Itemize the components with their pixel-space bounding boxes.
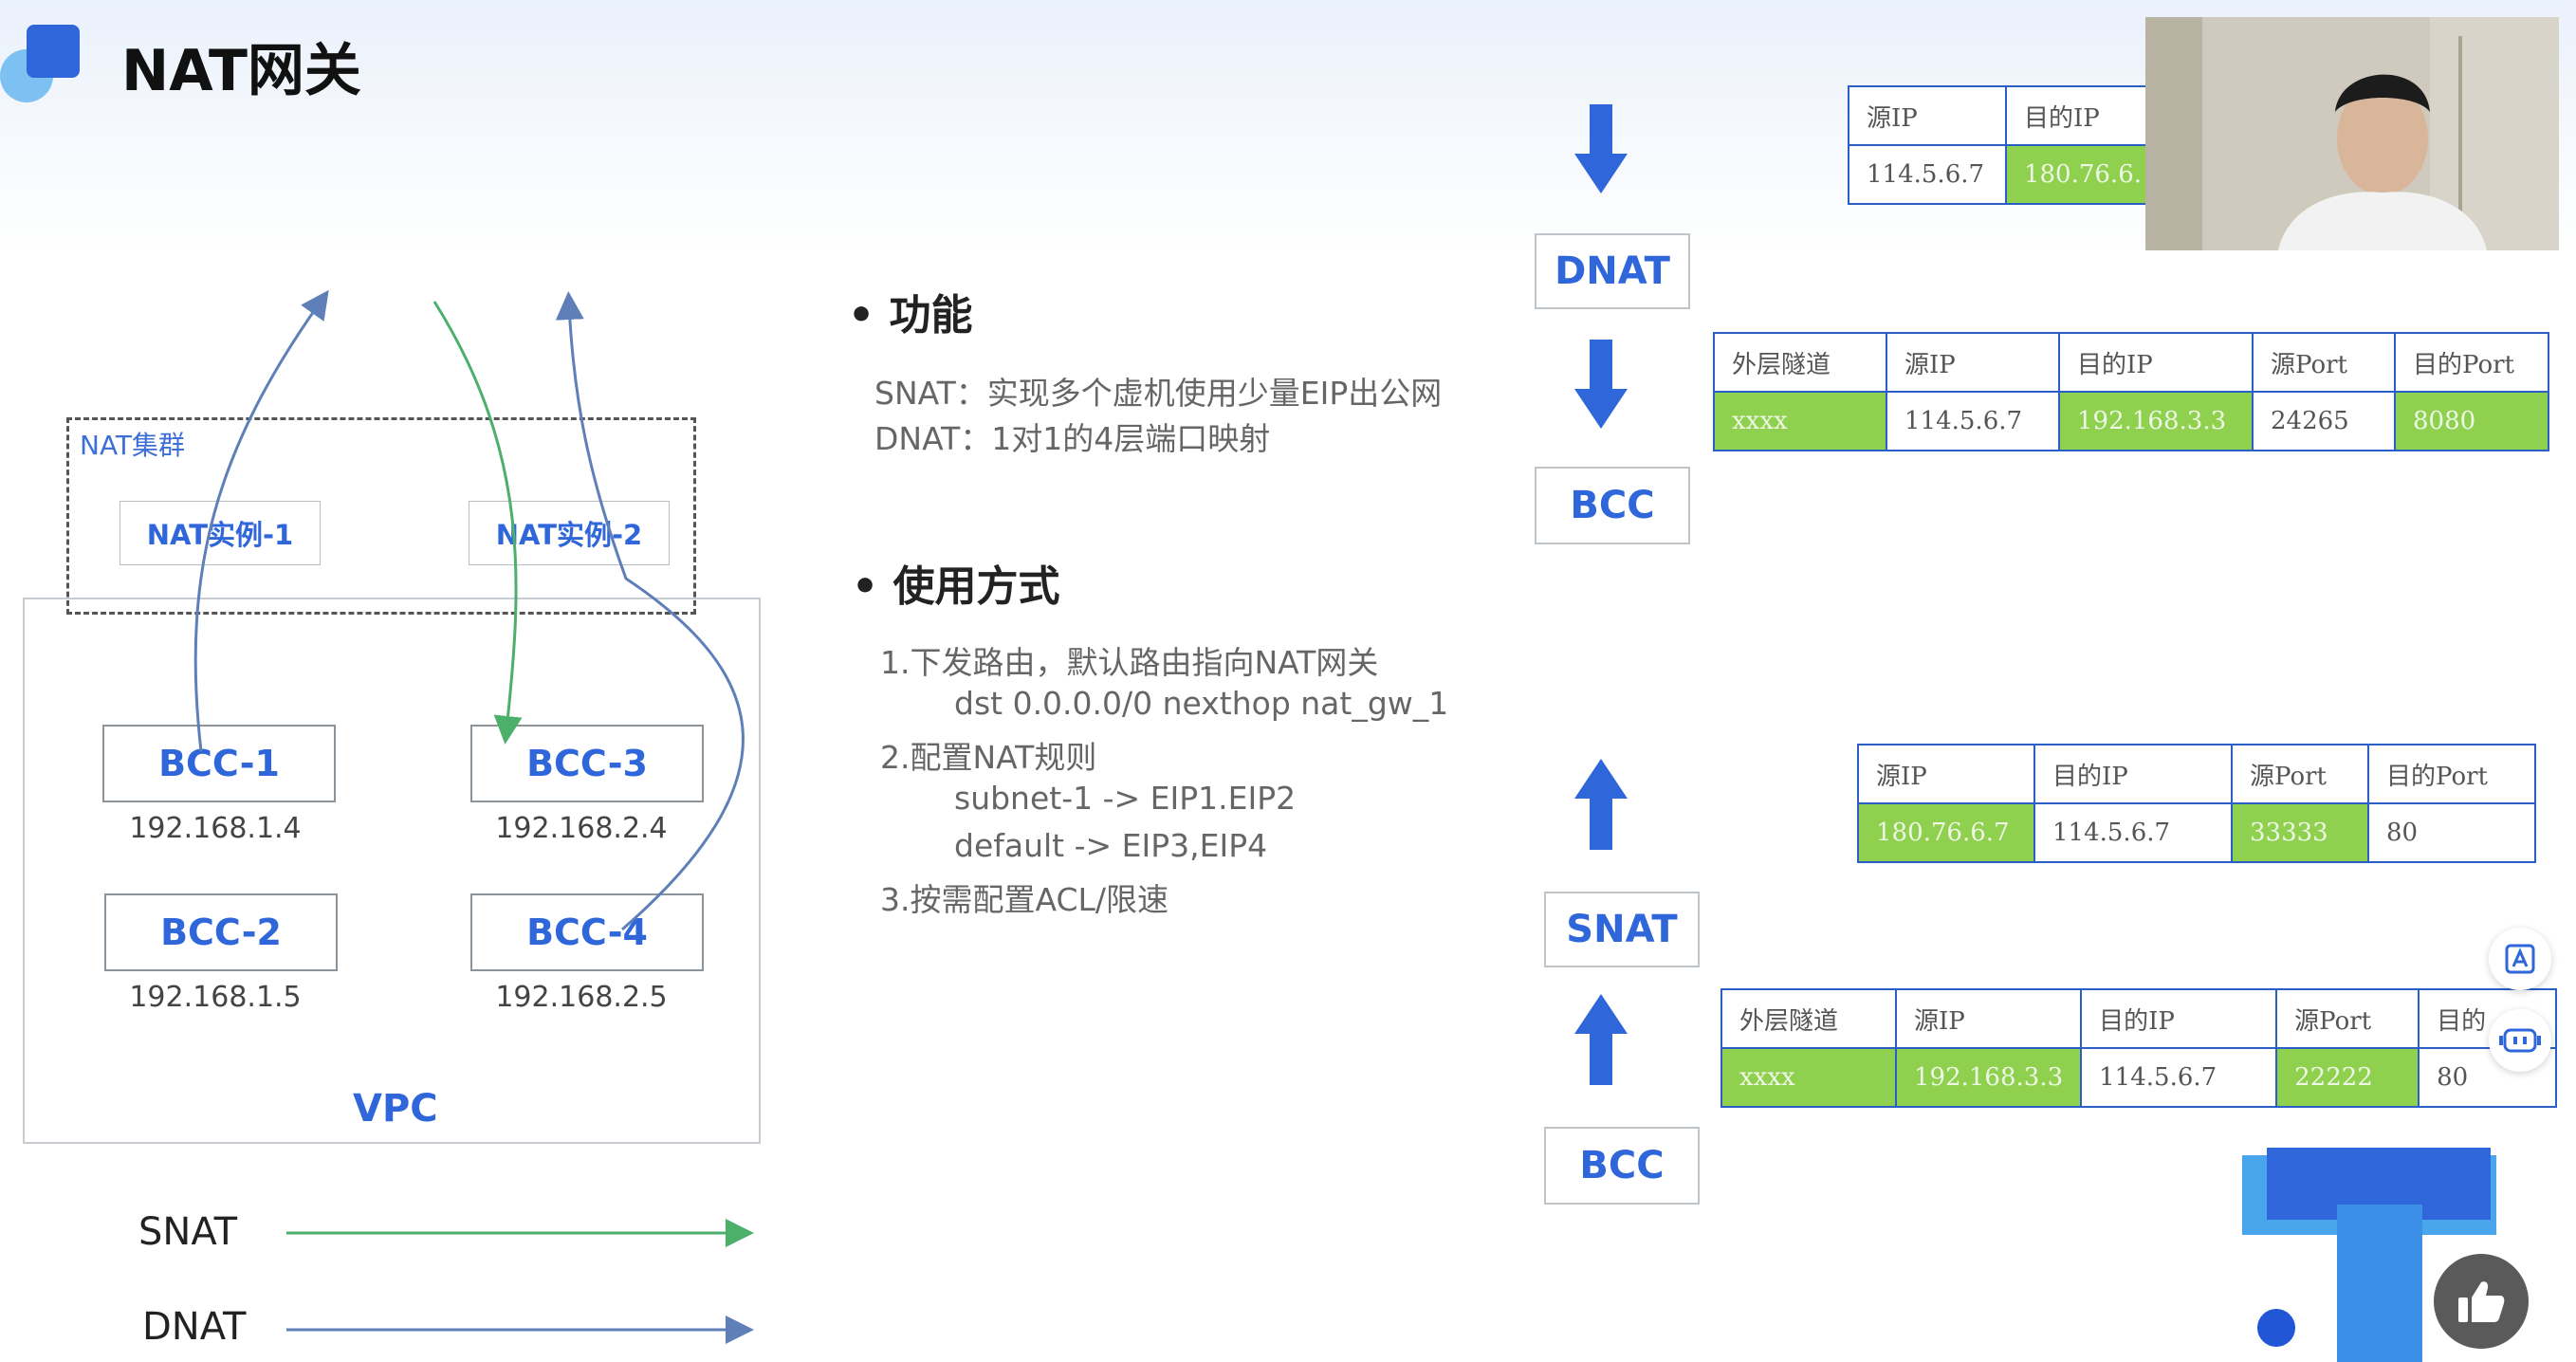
- usage-line-3: 2.配置NAT规则: [880, 739, 1097, 776]
- vpc-label: VPC: [353, 1087, 438, 1131]
- features-heading: • 功能: [848, 291, 973, 340]
- features-heading-text: 功能: [889, 291, 973, 340]
- nat-instance-2: NAT实例-2: [469, 501, 670, 565]
- vpc-container: [23, 598, 761, 1144]
- table-header-cell: 源Port: [2275, 988, 2420, 1049]
- table-cell: 24265: [2252, 391, 2396, 451]
- table-cell: 22222: [2275, 1047, 2420, 1108]
- features-line-1: SNAT：实现多个虚机使用少量EIP出公网: [874, 375, 1443, 412]
- table-cell: 192.168.3.3: [2058, 391, 2254, 451]
- table-cell: 192.168.3.3: [1894, 1047, 2083, 1108]
- bcc-1-box: BCC-1: [102, 725, 336, 802]
- down-arrow-2-icon: [1574, 340, 1628, 429]
- table-cell: 180.76.6.: [2004, 144, 2162, 205]
- flow-block-arrows: [1574, 104, 1628, 1085]
- table-header-cell: 外层隧道: [1720, 988, 1897, 1049]
- table-cell: 114.5.6.7: [1886, 391, 2060, 451]
- table-header-cell: 源IP: [1894, 988, 2083, 1049]
- usage-heading: • 使用方式: [852, 562, 1060, 611]
- usage-line-6: 3.按需配置ACL/限速: [880, 881, 1169, 918]
- nat-cluster-container: [66, 417, 696, 615]
- features-line-2: DNAT：1对1的4层端口映射: [874, 420, 1271, 457]
- up-arrow-1-icon: [1574, 759, 1628, 850]
- logo-square-icon: [27, 25, 80, 78]
- table-header-cell: 源Port: [2231, 744, 2369, 804]
- usage-line-2: dst 0.0.0.0/0 nexthop nat_gw_1: [954, 685, 1449, 722]
- table-header-cell: 目的Port: [2367, 744, 2536, 804]
- like-button[interactable]: [2434, 1254, 2529, 1349]
- table-cell: 180.76.6.7: [1857, 802, 2035, 863]
- bcc-box-bottom: BCC: [1544, 1127, 1700, 1205]
- table-header-cell: 源IP: [1848, 85, 2007, 146]
- table-cell: 114.5.6.7: [2033, 802, 2233, 863]
- table-header-cell: 目的IP: [2033, 744, 2233, 804]
- up-arrow-2-icon: [1574, 994, 1628, 1085]
- dnat-path-bcc1: [193, 289, 329, 752]
- page-title: NAT网关: [121, 38, 361, 104]
- nat-instance-1: NAT实例-1: [120, 501, 321, 565]
- table-cell: xxxx: [1713, 391, 1887, 451]
- thumbs-up-icon: [2458, 1281, 2505, 1322]
- table-cell: 80: [2367, 802, 2536, 863]
- translate-icon[interactable]: [2489, 928, 2551, 990]
- usage-line-4: subnet-1 -> EIP1.EIP2: [954, 780, 1297, 817]
- nat-cluster-label: NAT集群: [80, 430, 186, 461]
- flow-arrows: [193, 289, 754, 1344]
- presenter-image: [2145, 17, 2559, 250]
- snat-box: SNAT: [1544, 892, 1700, 967]
- table-cell: 114.5.6.7: [2080, 1047, 2278, 1108]
- table-cell: 33333: [2231, 802, 2369, 863]
- down-arrow-1-icon: [1574, 104, 1628, 193]
- table-cell: 114.5.6.7: [1848, 144, 2007, 205]
- brand-t-logo-icon: [2242, 1148, 2496, 1362]
- snat-inner-table: 外层隧道 源IP 目的IP 源Port 目的 xxxx 192.168.3.3 …: [1720, 988, 2557, 1108]
- dnat-box: DNAT: [1535, 233, 1690, 309]
- webcam-video[interactable]: [2145, 17, 2559, 250]
- table-header-cell: 目的IP: [2080, 988, 2278, 1049]
- usage-line-5: default -> EIP3,EIP4: [954, 827, 1268, 864]
- bcc-2-box: BCC-2: [104, 893, 338, 971]
- snat-outer-table: 源IP 目的IP 源Port 目的Port 180.76.6.7 114.5.6…: [1857, 744, 2536, 863]
- bcc-4-ip: 192.168.2.5: [495, 981, 668, 1014]
- legend-snat-label: SNAT: [138, 1210, 238, 1254]
- usage-heading-text: 使用方式: [892, 562, 1060, 611]
- table-header-cell: 目的IP: [2058, 332, 2254, 393]
- bcc-2-ip: 192.168.1.5: [129, 981, 302, 1014]
- table-header-cell: 外层隧道: [1713, 332, 1887, 393]
- table-cell: xxxx: [1720, 1047, 1897, 1108]
- bcc-1-ip: 192.168.1.4: [129, 812, 302, 845]
- table-header-cell: 源IP: [1857, 744, 2035, 804]
- table-header-cell: 源IP: [1886, 332, 2060, 393]
- assistant-robot-icon[interactable]: [2489, 1009, 2551, 1072]
- dnat-path-bcc4: [555, 291, 745, 931]
- table-header-cell: 源Port: [2252, 332, 2396, 393]
- snat-path-bcc3: [432, 301, 523, 745]
- table-cell: 8080: [2394, 391, 2549, 451]
- dnat-inner-table: 外层隧道 源IP 目的IP 源Port 目的Port xxxx 114.5.6.…: [1713, 332, 2549, 451]
- legend-dnat-label: DNAT: [142, 1305, 247, 1349]
- bcc-box-top: BCC: [1535, 467, 1690, 544]
- bcc-4-box: BCC-4: [470, 893, 704, 971]
- bcc-3-ip: 192.168.2.4: [495, 812, 668, 845]
- usage-line-1: 1.下发路由，默认路由指向NAT网关: [880, 644, 1379, 681]
- table-header-cell: 目的Port: [2394, 332, 2549, 393]
- table-header-cell: 目的IP: [2004, 85, 2162, 146]
